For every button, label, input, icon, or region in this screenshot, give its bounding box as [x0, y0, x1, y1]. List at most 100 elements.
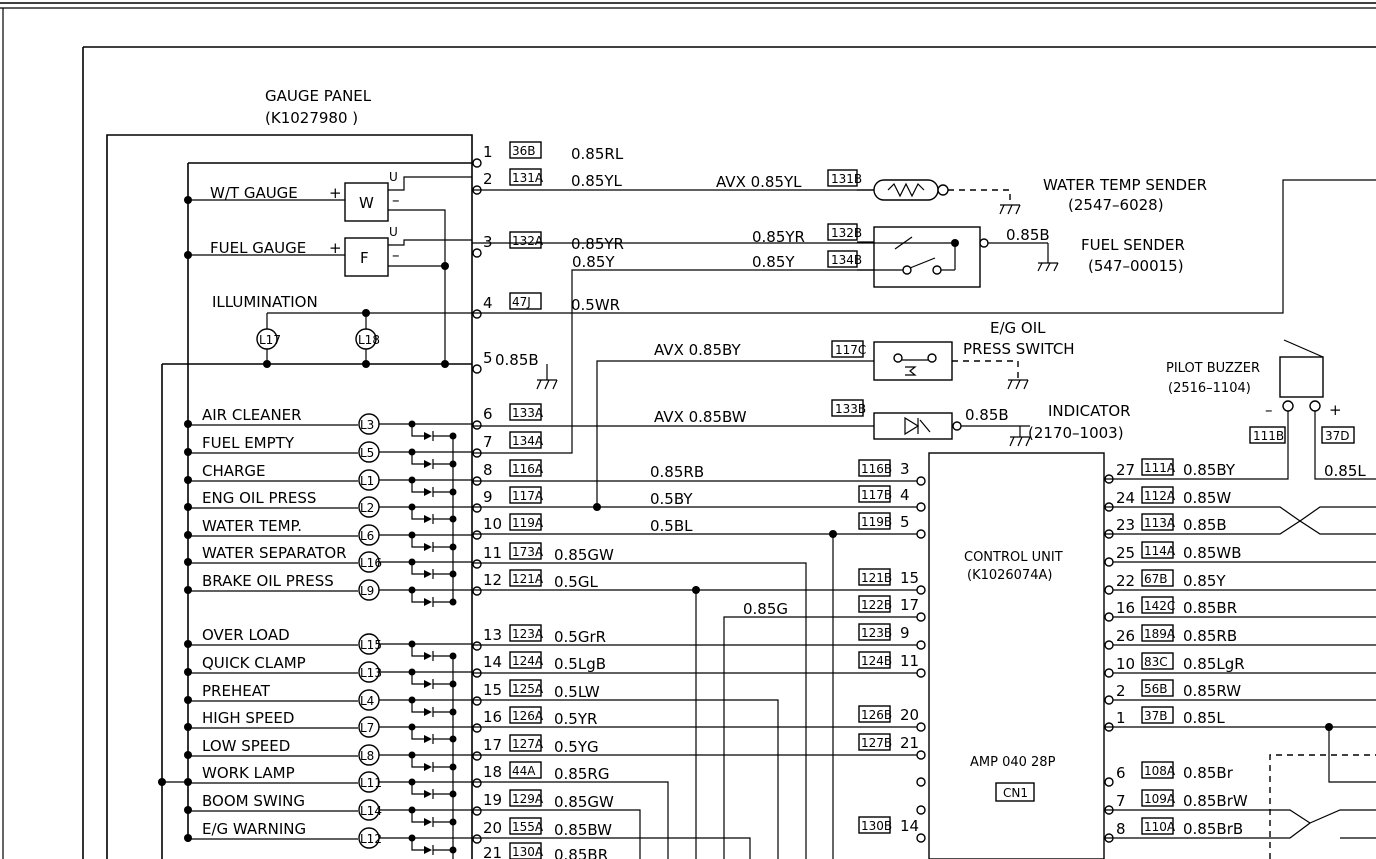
connector-code: 129A [512, 792, 544, 806]
connector-wire-color: 0.5WR [571, 296, 620, 314]
cu-right-code: 109A [1144, 792, 1176, 806]
diode-lead [411, 452, 424, 465]
cu-right-code: 111A [1144, 461, 1176, 475]
eg-oil-label-2: PRESS SWITCH [963, 340, 1075, 358]
lamp-label: LOW SPEED [202, 737, 290, 755]
diode-lead [411, 424, 424, 437]
connector-wire-color: 0.5LgB [554, 655, 606, 673]
code-box [509, 624, 542, 642]
cu-left-code-box [858, 459, 891, 477]
lamp-bus-dot [184, 751, 192, 759]
cu-left-code-box [858, 512, 891, 530]
connector-pin-12 [472, 586, 482, 596]
cu-right-code: 67B [1144, 572, 1168, 586]
connector-wire-color: 0.5BL [650, 517, 693, 535]
wt-gauge-label: W/T GAUGE [210, 184, 298, 202]
cu-left-pin: 14 [900, 817, 919, 835]
diode-lead [411, 838, 424, 851]
connector-pin-1 [472, 158, 482, 168]
connector-wire-color: 0.85RG [554, 765, 609, 783]
connector-wire-color: 0.85YR [571, 235, 624, 253]
connector-pin-3 [472, 248, 482, 258]
code-box [509, 761, 542, 779]
cu-left-pin: 11 [900, 652, 919, 670]
cu-left-code-box [858, 623, 891, 641]
cu-right-code-box [1141, 679, 1174, 697]
cu-right-code-box [1141, 761, 1174, 779]
connector-code: 130A [512, 845, 544, 859]
lamp-bus-dot [184, 503, 192, 511]
code-134b: 134B [831, 253, 862, 267]
cu-right-pin: 8 [1116, 820, 1126, 838]
diode-lead [411, 535, 424, 548]
diode-icon [424, 570, 432, 578]
code-box [509, 231, 542, 249]
cu-left-code: 127B [861, 736, 892, 750]
wt-plus: + [329, 184, 342, 202]
connector-pin-label: 21 [483, 844, 502, 859]
connector-pin-label: 14 [483, 653, 502, 671]
cu-left-code-box [858, 733, 891, 751]
illumination: ILLUMINATION L17 L18 [158, 293, 472, 859]
connector-code: 132A [512, 234, 544, 248]
cu-left-code: 130B [861, 819, 892, 833]
cu-right-terminal [1104, 668, 1114, 678]
wire-b-fuel: 0.85B [1006, 226, 1050, 244]
lamp-bus-dot [184, 558, 192, 566]
diode-icon [424, 460, 432, 468]
buzzer-plus: + [1329, 401, 1342, 419]
diode-lead [411, 562, 424, 575]
connector-wire-color: 0.85B [495, 351, 539, 369]
eg-oil-switch-icon [873, 341, 953, 381]
control-unit-title: CONTROL UNIT [964, 550, 1063, 565]
wire-yr-mid: 0.85YR [752, 228, 805, 246]
cu-right-terminal [1104, 557, 1114, 567]
code-131b: 131B [831, 172, 862, 186]
cu-left-code: 116B [861, 462, 892, 476]
cu-right-wire: 0.85Br [1183, 764, 1234, 782]
connector-pin-label: 4 [483, 294, 493, 312]
lamp-id: L6 [360, 529, 374, 543]
cu-left-pin: 21 [900, 734, 919, 752]
lamp-label: E/G WARNING [202, 820, 306, 838]
code-box [509, 679, 542, 697]
cu-left-terminal [916, 502, 926, 512]
connector-pin-label: 6 [483, 405, 493, 423]
lamp-label: BRAKE OIL PRESS [202, 572, 334, 590]
code-box [509, 542, 542, 560]
lamp-id: L8 [360, 749, 374, 763]
diode-icon [424, 598, 432, 606]
connector-code: 133A [512, 406, 544, 420]
cu-left-code-box [858, 595, 891, 613]
cu-left-terminal [916, 476, 926, 486]
diode-icon [424, 790, 432, 798]
cu-left-terminal [916, 585, 926, 595]
gauge-panel-part: (K1027980 ) [265, 109, 358, 127]
fuel-gauge-box [344, 237, 389, 277]
cu-left-terminal [916, 722, 926, 732]
fuel-letter: F [360, 249, 369, 267]
connector-pin-label: 10 [483, 515, 502, 533]
code-box [509, 569, 542, 587]
wt-minus: – [392, 191, 400, 209]
lamp-id: L5 [360, 446, 374, 460]
connector-wire-color: 0.5YG [554, 738, 599, 756]
connector-pin-label: 12 [483, 571, 502, 589]
connector-code: 127A [512, 737, 544, 751]
fuel-sender-part: (547–00015) [1088, 257, 1184, 275]
wt-u: U [389, 170, 398, 184]
cu-left-terminal [916, 640, 926, 650]
control-unit-part: (K1026074A) [967, 568, 1052, 583]
diode-icon [424, 708, 432, 716]
diode-icon [424, 763, 432, 771]
connector-wire-color: 0.85YL [571, 172, 623, 190]
cu-right-wire: 0.85W [1183, 489, 1231, 507]
pilot-buzzer-label: PILOT BUZZER [1166, 361, 1260, 376]
lamp-id: L7 [360, 721, 374, 735]
water-temp-sender-part: (2547–6028) [1068, 196, 1164, 214]
lamp-label: BOOM SWING [202, 792, 305, 810]
cu-right-code-box [1141, 817, 1174, 835]
cu-left-pin: 15 [900, 569, 919, 587]
lamp-label: AIR CLEANER [202, 406, 302, 424]
